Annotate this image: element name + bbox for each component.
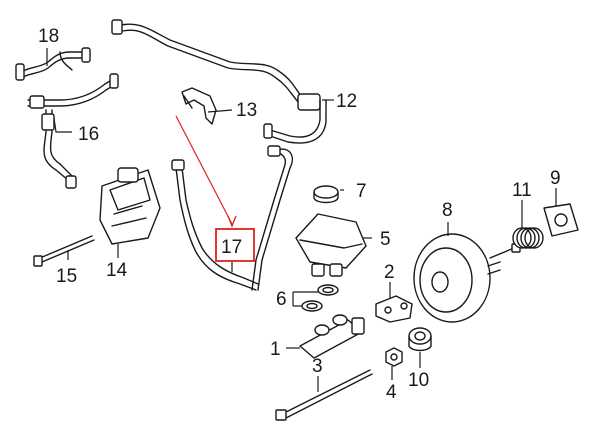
callout-17-highlight-box [215,228,255,262]
highlight-arrow-line [175,115,233,225]
part-3-push-rod [275,369,373,421]
part-8-booster [413,233,521,323]
callout-11: 11 [512,180,532,201]
leader-lines [46,48,557,392]
part-9-gasket [543,203,579,237]
part-11-spring [512,227,544,249]
callout-3: 3 [312,356,323,377]
part-12-hose [111,19,327,144]
callout-4: 4 [386,382,397,403]
part-13-bracket [181,87,217,125]
callout-13: 13 [236,100,257,121]
part-2-bracket [375,295,413,323]
callout-15: 15 [56,266,77,287]
callout-18: 18 [38,26,59,47]
callout-7: 7 [356,181,367,202]
callout-8: 8 [442,200,453,221]
part-10-grommet [408,327,432,352]
callout-2: 2 [384,262,395,283]
callout-9: 9 [550,168,561,189]
callout-12: 12 [336,91,357,112]
callout-10: 10 [408,370,429,391]
part-6-seals [301,284,339,312]
callout-5: 5 [380,229,391,250]
part-16-hose [27,73,119,189]
part-14-abs-module [99,167,161,245]
part-7-cap [313,185,339,204]
callout-16: 16 [78,124,99,145]
callout-labels: 18 16 12 13 7 5 6 2 1 3 4 10 8 11 9 14 1… [38,26,561,403]
part-18-hose [15,47,91,81]
callout-6: 6 [276,289,287,310]
callout-14: 14 [106,260,128,281]
part-5-reservoir [295,213,367,277]
callout-17: 17 [221,237,242,258]
callout-1: 1 [270,339,281,360]
part-17-brake-line [171,145,294,291]
part-1-master-cylinder [299,314,365,359]
highlight-arrow-head [227,215,237,228]
part-4-nut [385,347,403,367]
part-15-bolt [33,235,95,267]
